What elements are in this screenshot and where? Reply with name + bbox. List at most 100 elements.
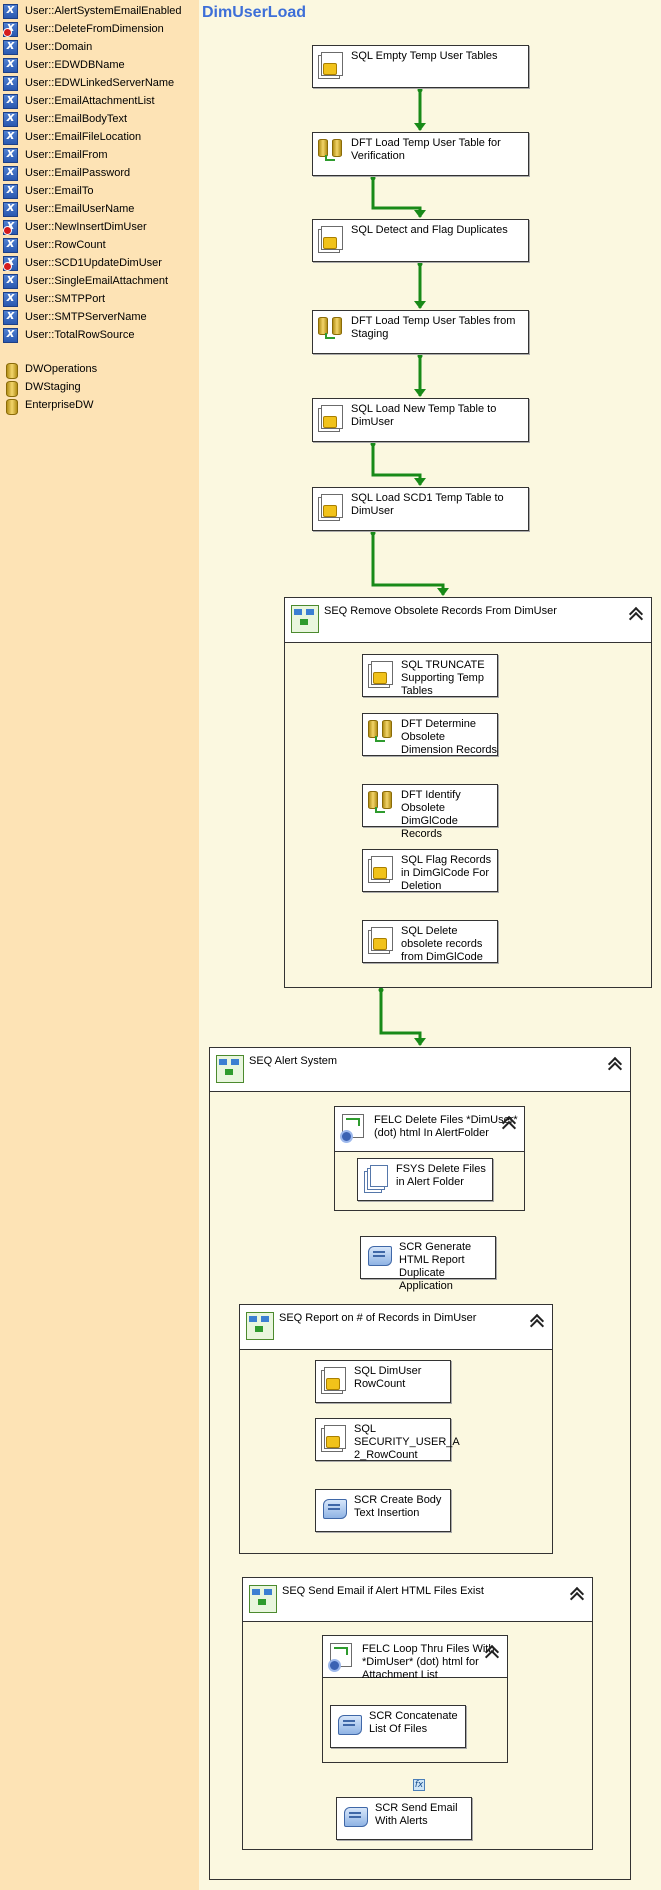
variable-item[interactable]: User::AlertSystemEmailEnabled (3, 2, 182, 20)
task-sql-flag-records-deletion[interactable]: SQL Flag Records in DimGlCode For Deleti… (362, 849, 498, 892)
task-label: FSYS Delete Files in Alert Folder (396, 1163, 486, 1188)
variable-item[interactable]: User::EmailUserName (3, 200, 134, 218)
task-label: SQL Detect and Flag Duplicates (351, 224, 508, 236)
variable-item[interactable]: User::EmailFrom (3, 146, 108, 164)
sql-task-icon (317, 50, 347, 80)
variable-icon (3, 74, 18, 91)
container-felc-loop-files[interactable]: FELC Loop Thru Files With *DimUser* (dot… (322, 1635, 508, 1763)
precedence-line[interactable] (371, 531, 445, 595)
task-sql-dimuser-rowcount[interactable]: SQL DimUser RowCount (315, 1360, 451, 1403)
container-label: SEQ Remove Obsolete Records From DimUser (324, 605, 557, 617)
container-header: SEQ Send Email if Alert HTML Files Exist (243, 1578, 592, 1622)
variable-item[interactable]: User::NewInsertDimUser (3, 218, 147, 236)
variable-icon (3, 290, 18, 307)
script-task-icon (320, 1494, 350, 1524)
task-scr-generate-html-report[interactable]: SCR Generate HTML Report Duplicate Appli… (360, 1236, 496, 1292)
container-header: SEQ Report on # of Records in DimUser (240, 1305, 552, 1350)
task-sql-empty-temp-user-tables[interactable]: SQL Empty Temp User Tables (312, 45, 529, 88)
data-flow-icon (367, 718, 397, 748)
variable-name: User::EmailAttachmentList (25, 95, 155, 107)
task-label: SCR Concatenate List Of Files (369, 1710, 458, 1735)
collapse-icon[interactable] (606, 1056, 624, 1074)
variable-item[interactable]: User::EmailPassword (3, 164, 130, 182)
variable-item[interactable]: User::TotalRowSource (3, 326, 134, 344)
collapse-icon[interactable] (528, 1313, 546, 1331)
sql-task-icon (320, 1365, 350, 1395)
constraint-origin-dot (378, 987, 384, 993)
connection-manager-item[interactable]: DWStaging (3, 378, 81, 397)
variable-name: User::SingleEmailAttachment (25, 275, 169, 287)
variable-name: User::TotalRowSource (25, 329, 135, 341)
collapse-icon[interactable] (627, 606, 645, 624)
task-sql-security-user-rowcount[interactable]: SQL SECURITY_USER_A 2_RowCount (315, 1418, 459, 1461)
task-label: SCR Send Email With Alerts (375, 1802, 458, 1827)
variable-item[interactable]: User::SMTPPort (3, 290, 105, 308)
container-header: FELC Loop Thru Files With *DimUser* (dot… (323, 1636, 507, 1681)
task-label: DFT Determine Obsolete Dimension Records (401, 718, 497, 756)
task-scr-concatenate-files[interactable]: SCR Concatenate List Of Files (330, 1705, 466, 1748)
variable-item[interactable]: User::EmailFileLocation (3, 128, 141, 146)
expression-fx-icon: fx (413, 1779, 425, 1791)
sequence-container-icon (248, 1583, 278, 1613)
variable-item[interactable]: User::SCD1UpdateDimUser (3, 254, 162, 272)
constraint-origin-dot (370, 530, 376, 536)
collapse-icon[interactable] (568, 1586, 586, 1604)
variable-icon (3, 110, 18, 127)
variable-item[interactable]: User::RowCount (3, 236, 106, 254)
variable-name: User::EmailFrom (25, 149, 108, 161)
variable-error-icon (3, 254, 18, 271)
variable-name: User::EDWLinkedServerName (25, 77, 175, 89)
task-scr-send-email[interactable]: SCR Send Email With Alerts (336, 1797, 472, 1840)
container-seq-send-email[interactable]: SEQ Send Email if Alert HTML Files Exist (242, 1577, 593, 1850)
task-fsys-delete-files[interactable]: FSYS Delete Files in Alert Folder (357, 1158, 493, 1201)
variable-name: User::EmailUserName (25, 203, 135, 215)
precedence-line[interactable] (371, 176, 422, 217)
constraint-arrowhead (414, 123, 426, 131)
sql-task-icon (317, 224, 347, 254)
task-dft-load-temp-user-table-verification[interactable]: DFT Load Temp User Table for Verificatio… (312, 132, 529, 176)
constraint-arrowhead (414, 478, 426, 486)
sequence-container-icon (245, 1310, 275, 1340)
variable-icon (3, 56, 18, 73)
variable-item[interactable]: User::EDWDBName (3, 56, 125, 74)
connection-name: DWOperations (25, 363, 98, 375)
variable-item[interactable]: User::Domain (3, 38, 92, 56)
data-flow-icon (367, 789, 397, 819)
task-dft-determine-obsolete-records[interactable]: DFT Determine Obsolete Dimension Records (362, 713, 498, 756)
task-sql-detect-flag-duplicates[interactable]: SQL Detect and Flag Duplicates (312, 219, 529, 262)
variable-item[interactable]: User::EmailTo (3, 182, 93, 200)
collapse-icon[interactable] (483, 1644, 501, 1662)
task-sql-load-scd1-temp-table[interactable]: SQL Load SCD1 Temp Table to DimUser (312, 487, 529, 531)
variable-name: User::EmailTo (25, 185, 94, 197)
variable-item[interactable]: User::SingleEmailAttachment (3, 272, 168, 290)
control-flow-canvas[interactable]: DimUserLoad SQL Empty Temp User Tables D… (199, 0, 661, 1890)
variable-item[interactable]: User::EmailBodyText (3, 110, 127, 128)
container-header: FELC Delete Files *DimUser* (dot) html I… (335, 1107, 524, 1152)
task-dft-load-temp-user-tables-staging[interactable]: DFT Load Temp User Tables from Staging (312, 310, 529, 354)
foreach-loop-icon (328, 1641, 358, 1672)
package-title: DimUserLoad (202, 4, 307, 21)
task-label: SQL Empty Temp User Tables (351, 50, 498, 62)
container-label: FELC Loop Thru Files With *DimUser* (dot… (362, 1643, 495, 1681)
file-system-task-icon (362, 1163, 392, 1193)
task-scr-create-body-text[interactable]: SCR Create Body Text Insertion (315, 1489, 451, 1532)
variable-icon (3, 92, 18, 109)
sequence-container-icon (215, 1053, 245, 1083)
collapse-icon[interactable] (500, 1115, 518, 1133)
precedence-line[interactable] (371, 442, 422, 485)
connection-manager-item[interactable]: EnterpriseDW (3, 396, 93, 415)
data-flow-icon (317, 137, 347, 167)
task-dft-identify-obsolete-records[interactable]: DFT Identify Obsolete DimGlCode Records (362, 784, 498, 840)
task-label: SQL Load SCD1 Temp Table to DimUser (351, 492, 504, 517)
task-sql-load-new-temp-table[interactable]: SQL Load New Temp Table to DimUser (312, 398, 529, 442)
variable-item[interactable]: User::EDWLinkedServerName (3, 74, 174, 92)
task-sql-delete-obsolete-records[interactable]: SQL Delete obsolete records from DimGlCo… (362, 920, 498, 963)
task-sql-truncate-temp-tables[interactable]: SQL TRUNCATE Supporting Temp Tables (362, 654, 498, 697)
variable-item[interactable]: User::DeleteFromDimension (3, 20, 164, 38)
variable-item[interactable]: User::EmailAttachmentList (3, 92, 155, 110)
variable-icon (3, 146, 18, 163)
variable-name: User::EmailBodyText (25, 113, 128, 125)
connection-manager-item[interactable]: DWOperations (3, 360, 98, 379)
variable-item[interactable]: User::SMTPServerName (3, 308, 147, 326)
precedence-line[interactable] (379, 988, 422, 1045)
